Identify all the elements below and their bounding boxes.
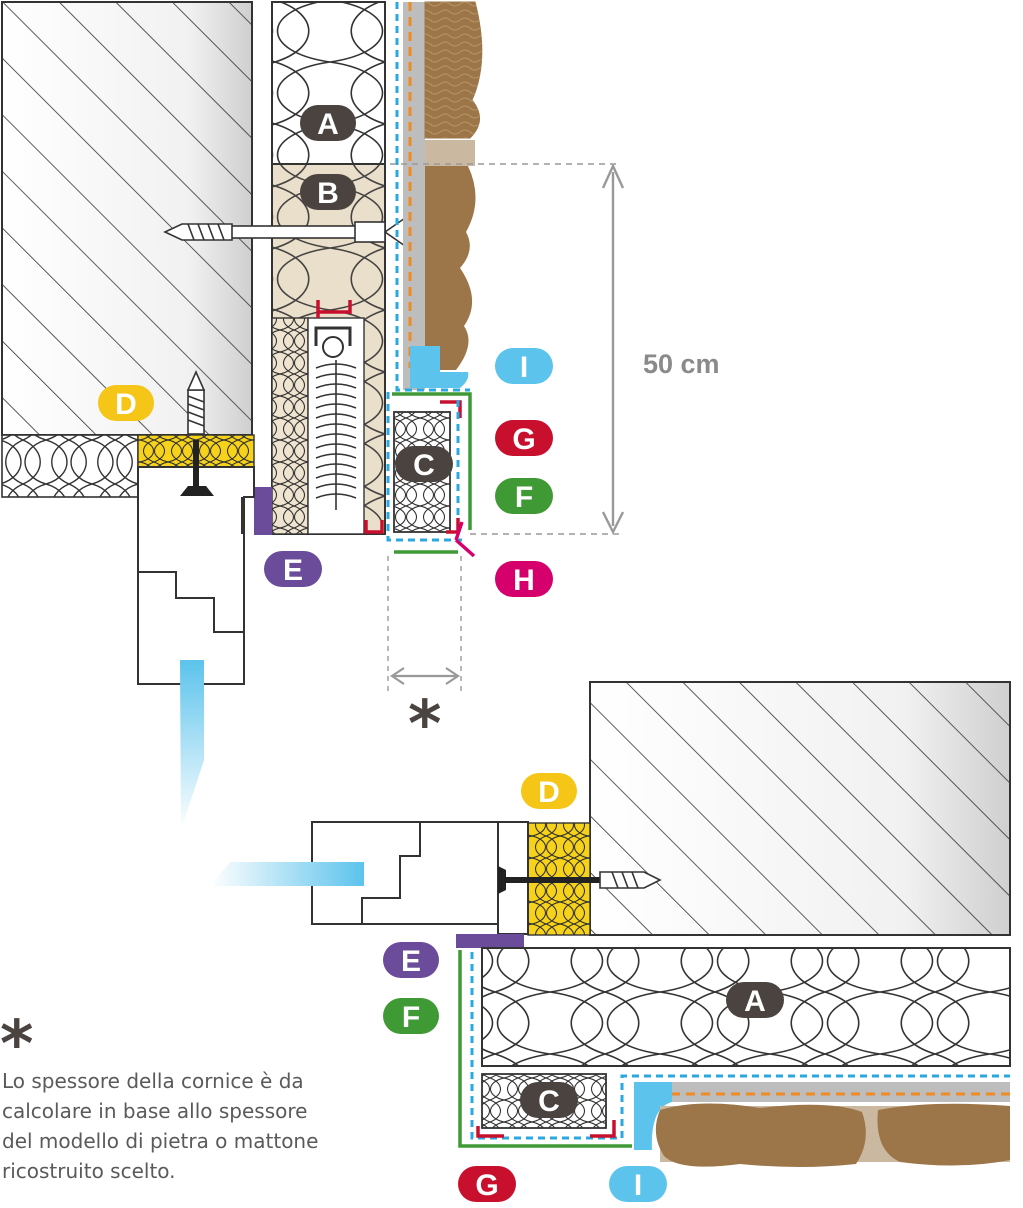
svg-text:A: A	[744, 985, 766, 1018]
frame-thickness-dimension	[387, 556, 462, 696]
label-D-bottom: D	[521, 773, 577, 809]
svg-text:I: I	[520, 351, 528, 384]
screw-vertical-top	[186, 370, 206, 435]
label-C-top: C	[395, 446, 453, 482]
label-E-top: E	[264, 551, 322, 587]
stone-facing-top	[424, 1, 483, 370]
label-C-bottom: C	[520, 1082, 578, 1118]
svg-text:E: E	[401, 945, 421, 978]
svg-text:E: E	[283, 554, 303, 587]
note-line-3: del modello di pietra o mattone	[2, 1129, 318, 1153]
label-G-top: G	[495, 420, 553, 456]
svg-text:F: F	[515, 481, 533, 514]
green-profile-F-top	[392, 392, 472, 554]
shutter-roller	[322, 336, 344, 358]
drip-edge-H	[454, 521, 476, 558]
svg-text:H: H	[513, 564, 535, 597]
red-profile-lower	[364, 520, 384, 534]
blue-filler-top	[410, 346, 469, 388]
label-D-top: D	[98, 385, 154, 421]
adhesive-layer-top	[403, 2, 425, 390]
adhesive-layer-bottom	[640, 1082, 1010, 1102]
svg-text:B: B	[317, 177, 339, 210]
membrane-blue-bottom	[470, 952, 1010, 1140]
shutter-slats	[315, 360, 357, 510]
note-line-2: calcolare in base allo spessore	[2, 1099, 307, 1123]
insulation-anchor-bottom	[506, 871, 662, 889]
blue-filler-bottom	[634, 1082, 672, 1150]
label-I-bottom: I	[609, 1166, 667, 1202]
purple-tape-E-top	[254, 487, 272, 535]
svg-text:D: D	[538, 776, 560, 809]
label-F-bottom: F	[383, 998, 439, 1034]
label-E-bottom: E	[383, 942, 439, 978]
svg-text:D: D	[115, 388, 137, 421]
svg-text:C: C	[413, 449, 435, 482]
label-H: H	[495, 561, 553, 597]
label-F-top: F	[495, 478, 553, 514]
purple-tape-E-bottom	[456, 934, 524, 948]
window-frame-top	[137, 466, 255, 685]
svg-text:I: I	[634, 1169, 642, 1202]
membrane-blue-top	[395, 2, 470, 392]
svg-text:A: A	[317, 108, 339, 141]
svg-text:F: F	[402, 1001, 420, 1034]
svg-text:C: C	[538, 1085, 560, 1118]
red-profile-upper	[316, 300, 352, 318]
dimension-height-label: 50 cm	[643, 349, 720, 379]
dimension-50cm	[390, 163, 625, 535]
note-asterisk: *	[0, 1008, 33, 1082]
glass-pane-bottom	[210, 862, 364, 886]
label-G-bottom: G	[458, 1166, 516, 1202]
red-profile-G-bottom	[476, 1120, 616, 1138]
dimension-asterisk: *	[408, 688, 441, 762]
note-line-4: ricostruito scelto.	[2, 1159, 176, 1183]
glass-pane-top	[180, 660, 204, 830]
note-line-1: Lo spessore della cornice è da	[2, 1069, 304, 1093]
svg-text:G: G	[475, 1169, 498, 1202]
label-A-top: A	[300, 105, 356, 141]
stone-facing-bottom	[655, 1103, 1010, 1167]
insulation-anchor-top	[163, 195, 419, 269]
label-B: B	[300, 174, 356, 210]
svg-text:G: G	[512, 423, 535, 456]
label-A-bottom: A	[726, 982, 784, 1018]
label-I-top: I	[495, 348, 553, 384]
green-profile-F-bottom	[458, 950, 632, 1148]
